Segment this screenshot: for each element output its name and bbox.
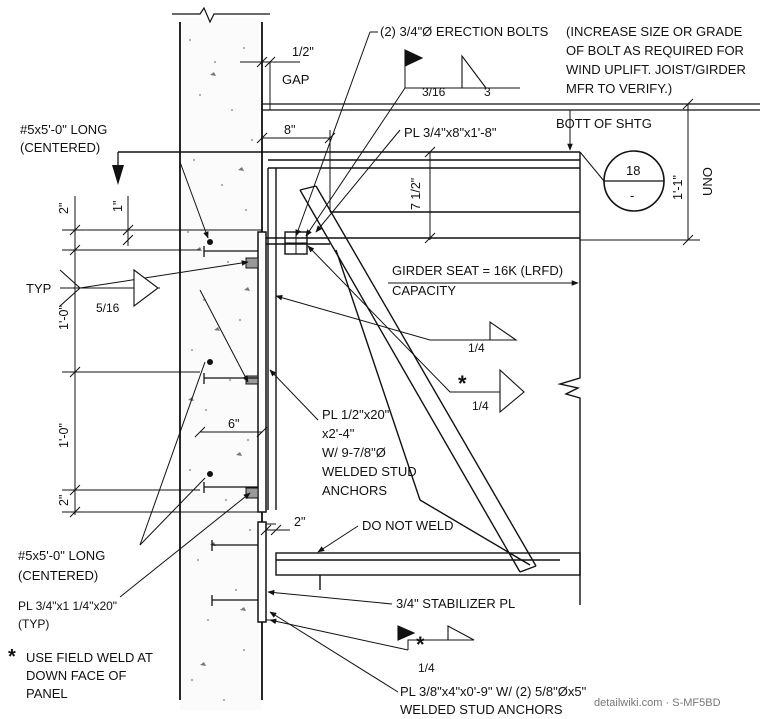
bolts-note-line-3: OF BOLT AS REQUIRED FOR: [566, 43, 744, 58]
dim-1-top-label: 1": [111, 201, 125, 212]
concrete-panel: [172, 6, 270, 710]
rebar-bottom-line-1: #5x5'-0" LONG: [18, 548, 105, 563]
rebar-dots: [207, 239, 213, 477]
bolts-note-line-1: (2) 3/4"Ø ERECTION BOLTS: [380, 24, 549, 39]
leader-lines: [60, 31, 579, 693]
rebar-bottom-line-2: (CENTERED): [18, 568, 98, 583]
embed-studs: [203, 246, 258, 493]
gap-dimension: 1/2": [292, 45, 314, 59]
concrete-stipple: [187, 39, 253, 701]
annotations: (2) 3/4"Ø ERECTION BOLTS (INCREASE SIZE …: [8, 24, 746, 717]
dim-2-bottom-label: 2": [57, 495, 71, 506]
weld-14-c-label: 1/4: [418, 661, 435, 675]
dim-6-label: 6": [228, 417, 239, 431]
note-star: *: [8, 646, 16, 668]
field-weld-line-2: DOWN FACE OF: [26, 668, 126, 683]
bott-shtg-label: BOTT OF SHTG: [556, 116, 652, 131]
gap-label: GAP: [282, 72, 309, 87]
bolts-note-line-5: MFR TO VERIFY.): [566, 81, 672, 96]
dim-1-0-b-label: 1'-0": [57, 423, 71, 448]
embed-plate-line-1: PL 1/2"x20": [322, 407, 390, 422]
embed-plate-line-4: WELDED STUD: [322, 464, 417, 479]
weld-14-b-label: 1/4: [472, 399, 489, 413]
embed-plate-line-5: ANCHORS: [322, 483, 387, 498]
deck-sheathing: [261, 103, 760, 111]
do-not-weld-label: DO NOT WELD: [362, 518, 454, 533]
plate-bottom-line-1: PL 3/4"x1 1/4"x20": [18, 599, 117, 613]
plate-38-line-1: PL 3/8"x4"x0'-9" W/ (2) 5/8"Øx5": [400, 684, 587, 699]
bolts-note-line-2: (INCREASE SIZE OR GRADE: [566, 24, 743, 39]
rebar-top-line-2: (CENTERED): [20, 140, 100, 155]
down-arrow-icon: [112, 152, 124, 185]
weld-symbols: [59, 49, 525, 641]
star-mark: *: [458, 371, 467, 396]
field-weld-line-1: USE FIELD WELD AT: [26, 650, 153, 665]
dim-1-0-a-label: 1'-0": [57, 305, 71, 330]
girder-members: [118, 151, 581, 605]
section-number: 18: [626, 163, 640, 178]
rebar-top-line-1: #5x5'-0" LONG: [20, 122, 107, 137]
dim-2-mid-label: 2": [294, 515, 305, 529]
embed-plate-line-3: W/ 9-7/8"Ø: [322, 445, 386, 460]
embed-plate-line-2: x2'-4": [322, 426, 355, 441]
plate-bottom-line-2: (TYP): [18, 617, 49, 631]
dimension-lines: [62, 22, 700, 536]
field-weld-line-3: PANEL: [26, 686, 68, 701]
watermark: detailwiki.com · S-MF5BD: [594, 697, 721, 709]
field-weld-star: *: [416, 632, 425, 657]
bolts-note-line-4: WIND UPLIFT. JOIST/GIRDER: [566, 62, 746, 77]
section-sheet: -: [630, 188, 634, 203]
typ-label: TYP: [26, 281, 51, 296]
plate-38-line-2: WELDED STUD ANCHORS: [400, 702, 563, 717]
plate-top-label: PL 3/4"x8"x1'-8": [404, 125, 497, 140]
weld-top-size: 3/16: [422, 85, 446, 99]
dim-8-label: 8": [284, 123, 295, 137]
stabilizer-label: 3/4" STABILIZER PL: [396, 596, 515, 611]
weld-516-label: 5/16: [96, 301, 120, 315]
weld-top-length: 3: [484, 85, 491, 99]
dim-2-top-label: 2": [57, 203, 71, 214]
section-marker: [579, 150, 665, 212]
weld-14-a-label: 1/4: [468, 341, 485, 355]
capacity-label: CAPACITY: [392, 283, 456, 298]
dim-7-5-label: 7 1/2": [409, 178, 423, 210]
uno-label: UNO: [700, 167, 715, 196]
dim-1-1-label: 1'-1": [671, 175, 685, 200]
girder-seat-label: GIRDER SEAT = 16K (LRFD): [392, 263, 563, 278]
